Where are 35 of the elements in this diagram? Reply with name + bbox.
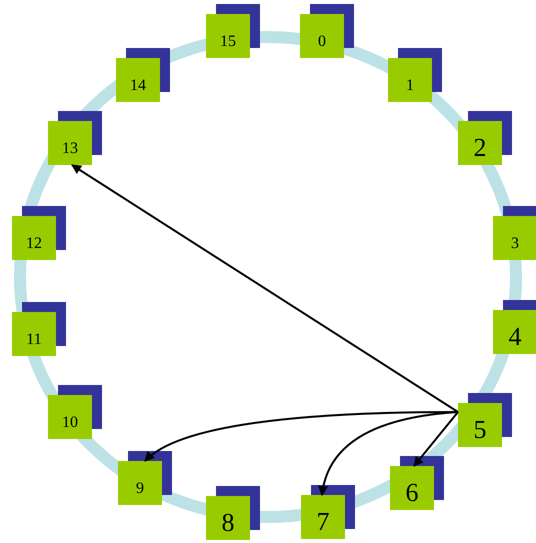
square-node [12, 312, 56, 356]
square-node [388, 58, 432, 102]
square-node [116, 58, 160, 102]
arrow [413, 411, 459, 467]
node-number: 8 [220, 510, 236, 536]
square-node [301, 495, 345, 539]
square-node [206, 14, 250, 58]
node-number: 7 [316, 509, 330, 535]
square-node [48, 395, 92, 439]
node-number: 4 [508, 324, 522, 350]
node-number: 14 [129, 78, 147, 94]
square-node [493, 310, 536, 354]
node-number: 9 [135, 481, 145, 497]
arrow [71, 164, 459, 413]
node-number: 5 [472, 417, 488, 443]
square-node [493, 216, 536, 260]
square-node [12, 216, 56, 260]
node-number: 12 [25, 236, 43, 252]
node-number: 3 [510, 236, 520, 252]
node-number: 1 [405, 78, 415, 94]
node-number: 11 [25, 332, 43, 348]
node-number: 15 [219, 34, 237, 50]
square-node [458, 121, 502, 165]
square-node [48, 121, 92, 165]
square-node [206, 496, 250, 540]
node-number: 6 [404, 480, 420, 506]
node-number: 13 [61, 141, 79, 157]
square-node [458, 403, 502, 447]
square-node [118, 461, 162, 505]
node-number: 10 [61, 415, 79, 431]
arrow [318, 411, 458, 496]
node-number: 2 [472, 135, 488, 161]
square-node [390, 466, 434, 510]
node-number: 0 [317, 34, 327, 50]
square-node [300, 14, 344, 58]
